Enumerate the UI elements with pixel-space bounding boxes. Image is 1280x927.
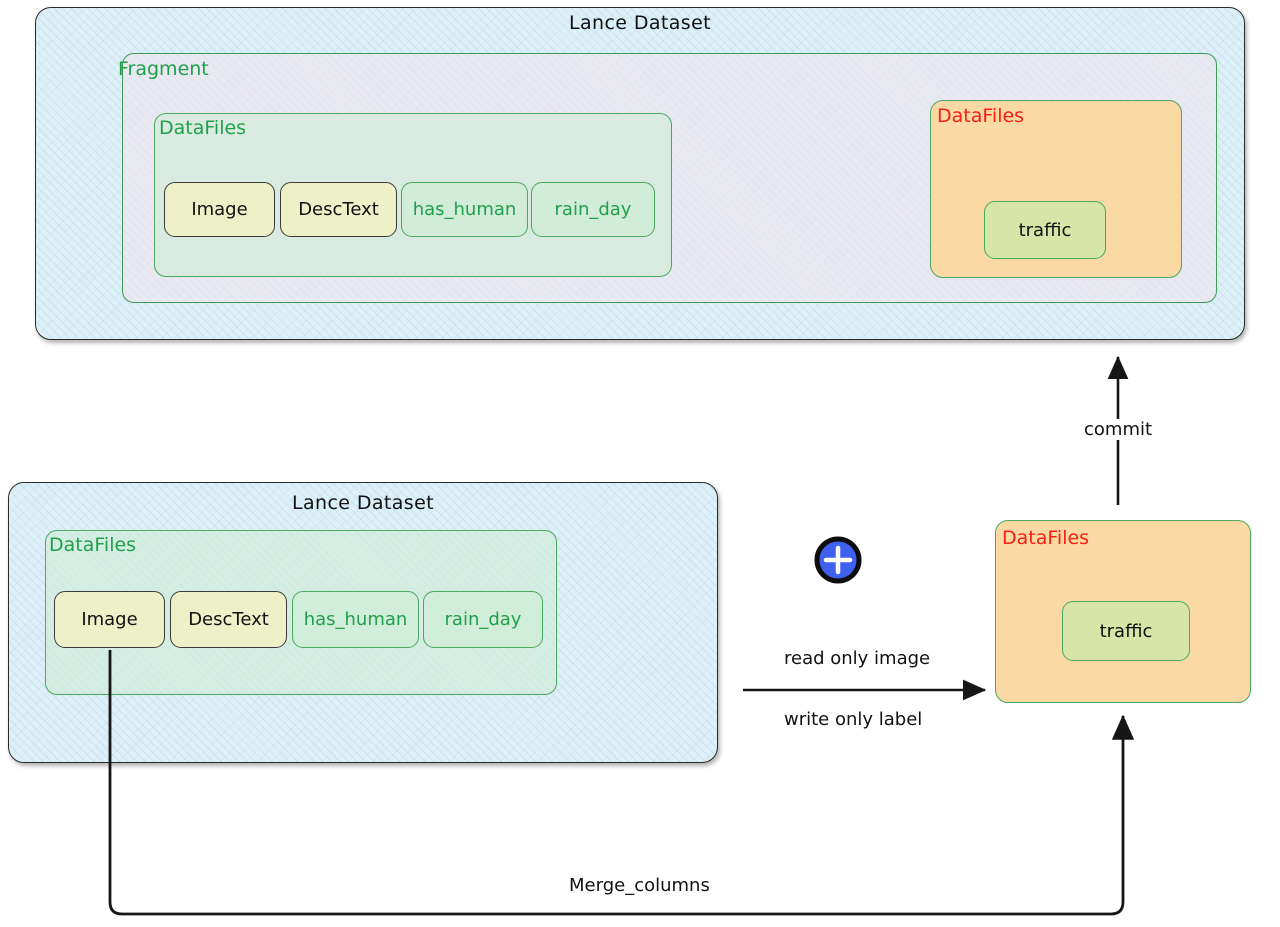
column-has-human-bottom[interactable]: has_human <box>292 591 419 648</box>
column-label: traffic <box>1018 219 1072 241</box>
top-datafiles-new-label: DataFiles <box>937 105 1025 127</box>
top-dataset-title: Lance Dataset <box>568 12 712 34</box>
column-label: rain_day <box>554 199 632 220</box>
top-datafiles-existing-label: DataFiles <box>159 117 247 139</box>
column-label: has_human <box>303 609 408 630</box>
write-only-label-label: write only label <box>784 709 923 730</box>
column-traffic-top[interactable]: traffic <box>984 201 1106 259</box>
fragment-label: Fragment <box>118 58 209 80</box>
column-label: traffic <box>1099 620 1153 642</box>
bottom-datafiles-label: DataFiles <box>49 534 137 556</box>
column-traffic-new[interactable]: traffic <box>1062 601 1190 661</box>
plus-circle-icon <box>814 536 862 584</box>
column-rain-day-bottom[interactable]: rain_day <box>423 591 543 648</box>
column-label: Image <box>191 199 248 220</box>
column-desctext-top[interactable]: DescText <box>280 182 397 237</box>
commit-label: commit <box>1080 419 1157 440</box>
column-desctext-bottom[interactable]: DescText <box>170 591 287 648</box>
column-label: has_human <box>412 199 517 220</box>
column-has-human-top[interactable]: has_human <box>401 182 528 237</box>
merge-columns-label: Merge_columns <box>569 875 710 896</box>
column-image-top[interactable]: Image <box>164 182 275 237</box>
column-label: DescText <box>298 199 379 220</box>
column-image-bottom[interactable]: Image <box>54 591 165 648</box>
column-label: DescText <box>188 609 269 630</box>
column-rain-day-top[interactable]: rain_day <box>531 182 655 237</box>
bottom-dataset-title: Lance Dataset <box>291 492 435 514</box>
read-only-image-label: read only image <box>784 648 931 669</box>
column-label: Image <box>81 609 138 630</box>
column-label: rain_day <box>444 609 522 630</box>
new-datafiles-label: DataFiles <box>1002 527 1090 549</box>
